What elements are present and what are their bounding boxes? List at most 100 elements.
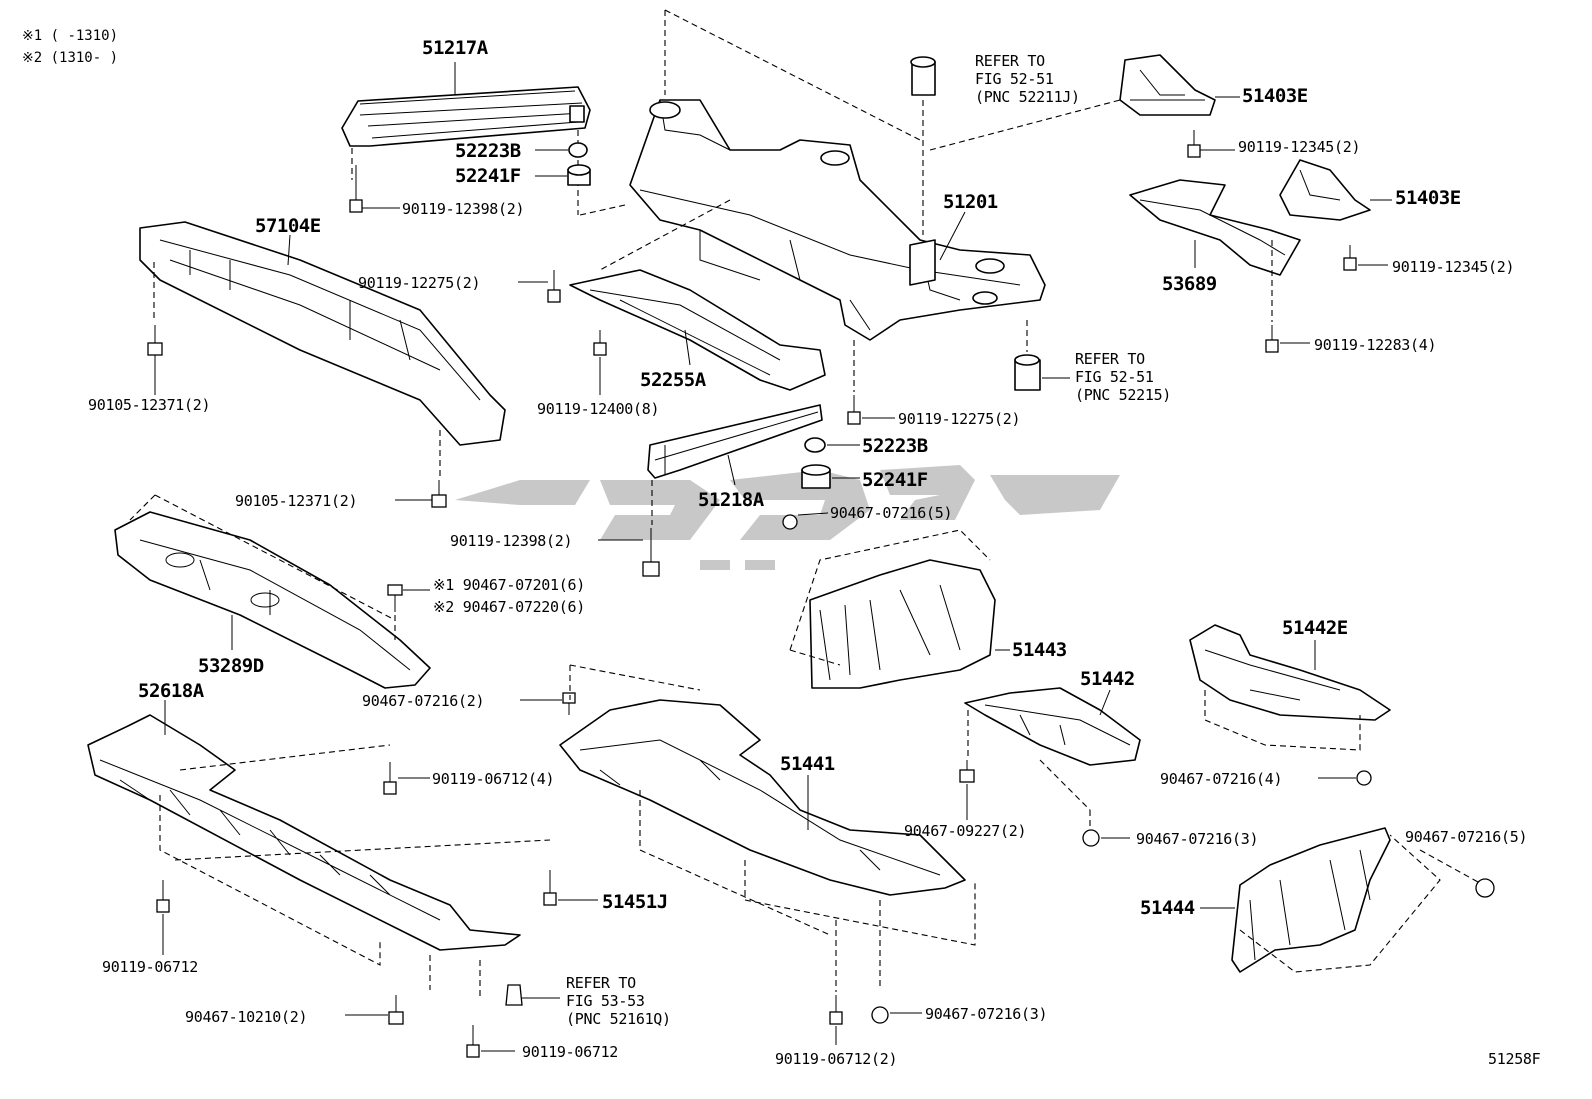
label-90119-12398-top: 90119-12398(2) [402,200,524,218]
label-90119-12283: 90119-12283(4) [1314,336,1436,354]
label-90119-12398-mid: 90119-12398(2) [450,532,572,550]
label-90119-12275-left: 90119-12275(2) [358,274,480,292]
clip-90467-07216-3a [1082,829,1130,847]
clip-90467-07216-2 [520,692,576,715]
part-51443-side-cover [789,529,1010,689]
part-52618A-under-cover [87,700,551,1000]
label-90467-10210: 90467-10210(2) [185,1008,307,1026]
clip-90467-07216-5b [1419,849,1495,898]
label-refer3-l1: REFER TO [566,974,636,992]
label-figure-id: 51258F [1488,1050,1541,1068]
part-51201-suspension-frame [579,9,1121,341]
label-90467-07216-5b: 90467-07216(5) [1405,828,1527,846]
label-refer3-l2: FIG 53-53 [566,992,645,1010]
label-refer2-l1: REFER TO [1075,350,1145,368]
bolt-90119-12275-left [518,270,561,303]
labels: ※1 ( -1310) ※2 (1310- ) 51217A 52223B 52… [22,28,1541,1068]
bolt-90119-06712-4 [383,762,430,795]
part-52223B-bushing-mid [804,437,860,453]
part-51442-cover [964,687,1141,830]
label-53689: 53689 [1162,273,1217,295]
bolt-90467-09227 [959,760,975,820]
clip-90467-07216-3b [871,1006,922,1024]
label-90119-06712-2: 90119-06712(2) [775,1050,897,1068]
label-90119-12400: 90119-12400(8) [537,400,659,418]
part-52223B-bushing-top [535,142,588,158]
part-52241F-bushing-top [535,164,591,186]
label-90467-07216-5a: 90467-07216(5) [830,504,952,522]
label-refer1-l1: REFER TO [975,52,1045,70]
label-51217A: 51217A [422,37,489,59]
part-refer-52215-mount [1014,320,1070,391]
label-52223B-top: 52223B [455,140,521,162]
part-51442E-cover [1189,624,1391,751]
bolt-90119-06712-2 [829,920,843,1045]
label-57104E: 57104E [255,215,321,237]
watermark-logo [455,465,1120,570]
label-52255A: 52255A [640,369,707,391]
label-refer2-l2: FIG 52-51 [1075,368,1154,386]
part-52241F-bushing-mid [801,464,860,489]
label-refer2-l3: (PNC 52215) [1075,386,1171,404]
label-90119-12275-right: 90119-12275(2) [898,410,1020,428]
label-51218A: 51218A [698,489,765,511]
part-53689-brace [1129,179,1301,276]
label-90119-06712-4: 90119-06712(4) [432,770,554,788]
bolt-90119-12398-mid [598,528,660,577]
part-51403E-bracket-lower [1279,159,1392,221]
label-51442E: 51442E [1282,617,1348,639]
label-90119-06712-b: 90119-06712 [522,1043,618,1061]
bolt-90119-12398-top [349,165,400,213]
label-90119-12345-b: 90119-12345(2) [1392,258,1514,276]
label-refer1-l2: FIG 52-51 [975,70,1054,88]
label-90467-07216-3a: 90467-07216(3) [1136,830,1258,848]
part-51217A-crossmember [341,62,591,215]
label-52241F-mid: 52241F [862,469,928,491]
label-90119-06712-a: 90119-06712 [102,958,198,976]
clip-90467-07201-07220 [387,584,430,640]
label-51451J: 51451J [602,891,668,913]
part-51218A-rail [647,404,823,525]
label-51444: 51444 [1140,897,1195,919]
label-52223B-mid: 52223B [862,435,928,457]
part-51441-under-cover [559,664,976,990]
part-57104E-crossmember [139,221,506,480]
label-51441: 51441 [780,753,835,775]
label-51403E-b: 51403E [1395,187,1461,209]
label-90105-12371-a: 90105-12371(2) [88,396,210,414]
label-90467-07216-2: 90467-07216(2) [362,692,484,710]
label-51403E-a: 51403E [1242,85,1308,107]
part-53289D-cover [114,494,431,689]
label-90467-07216-4: 90467-07216(4) [1160,770,1282,788]
label-90467-07201: ※1 90467-07201(6) [433,576,585,594]
bolt-90119-06712-b [466,1025,515,1058]
bolt-90119-12345-b [1343,245,1388,271]
bolt-90119-06712-a [156,880,170,955]
clip-90467-07216-4 [1318,770,1372,786]
label-refer3-l3: (PNC 52161Q) [566,1010,671,1028]
bolt-90119-12345-a [1187,130,1235,158]
label-52618A: 52618A [138,680,205,702]
label-90467-07220: ※2 90467-07220(6) [433,598,585,616]
bolt-51451J [543,870,598,906]
label-90467-09227: 90467-09227(2) [904,822,1026,840]
part-52255A-brace [569,269,826,391]
clip-refer-52161Q [505,984,560,1006]
label-90119-12345-a: 90119-12345(2) [1238,138,1360,156]
label-51201: 51201 [943,191,998,213]
label-90467-07216-3b: 90467-07216(3) [925,1005,1047,1023]
label-53289D: 53289D [198,655,264,677]
clip-90467-07216-5a [782,512,829,530]
bolt-90105-12371-a [147,325,163,395]
bolt-90119-12400 [593,330,607,395]
part-51403E-bracket-upper [1119,54,1240,116]
part-51444-side-cover [1200,827,1441,973]
label-51443: 51443 [1012,639,1067,661]
bolt-90467-10210 [345,995,404,1025]
label-52241F-top: 52241F [455,165,521,187]
note-1: ※1 ( -1310) [22,28,118,44]
bolt-90105-12371-b [395,480,447,508]
label-refer1-l3: (PNC 52211J) [975,88,1080,106]
label-90105-12371-b: 90105-12371(2) [235,492,357,510]
